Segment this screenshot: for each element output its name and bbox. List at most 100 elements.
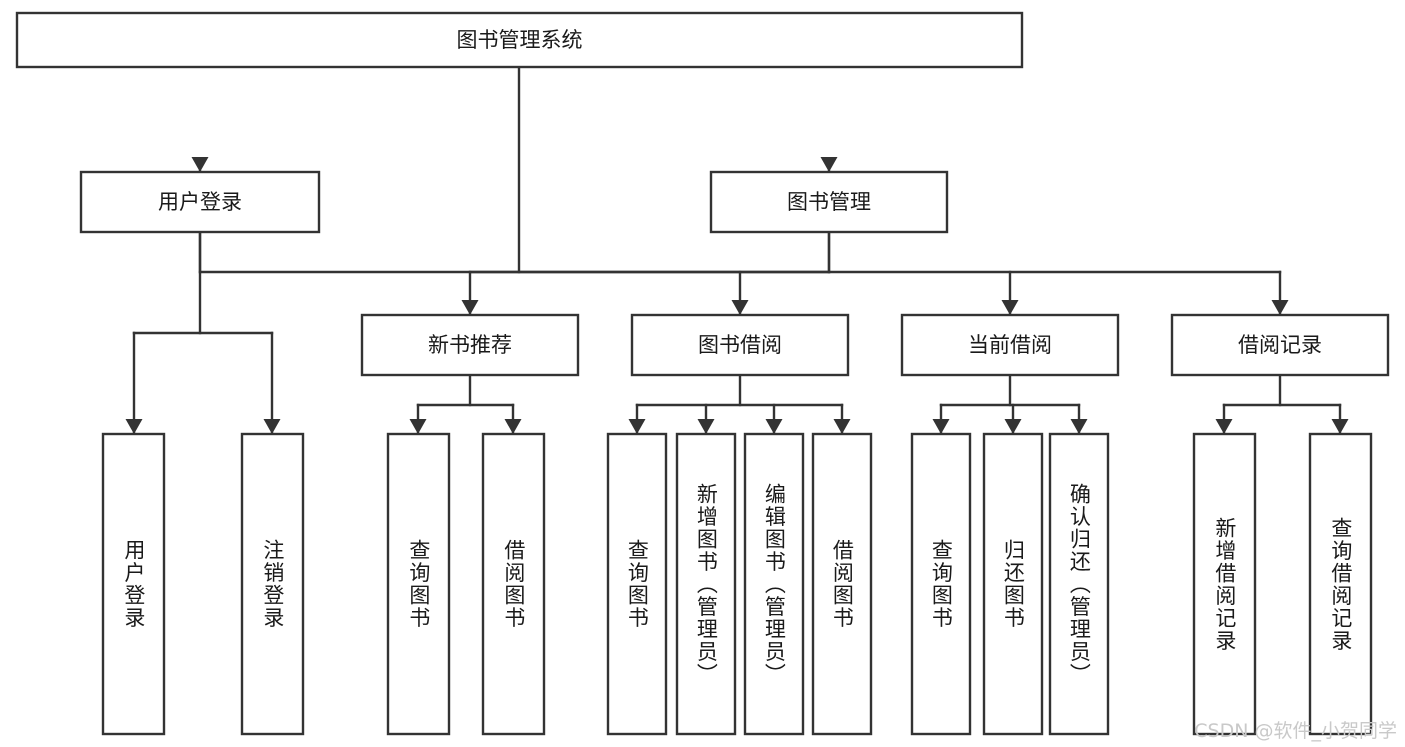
node-box-leaf-query-book-borrow [606, 432, 668, 736]
edge-arrowhead [191, 157, 209, 172]
node-label-leaf-return-book: 归还图书 [1001, 539, 1026, 629]
node-borrow-record[interactable]: 借阅记录 [1170, 313, 1390, 377]
node-label-book-manage: 图书管理 [787, 190, 871, 214]
nodes-layer: 图书管理系统用户登录图书管理新书推荐图书借阅当前借阅借阅记录用户登录注销登录查询… [15, 11, 1390, 736]
node-label-wrap-leaf-query-book-rec: 查询图书 [406, 539, 431, 629]
node-leaf-confirm-return[interactable]: 确认归还（管理员） [1048, 432, 1110, 736]
node-box-leaf-add-book [675, 432, 737, 736]
node-label-wrap-leaf-logout: 注销登录 [260, 539, 285, 629]
node-root[interactable]: 图书管理系统 [15, 11, 1024, 69]
connector-root-to-level2 [191, 65, 838, 274]
node-box-book-borrow [630, 313, 850, 377]
connector-user-login-to-leaves [125, 230, 281, 435]
edge-arrowhead [697, 419, 715, 434]
node-leaf-logout[interactable]: 注销登录 [240, 432, 305, 736]
node-label-wrap-leaf-user-login: 用户登录 [121, 539, 146, 629]
node-label-leaf-query-record: 查询借阅记录 [1328, 516, 1353, 652]
node-user-login[interactable]: 用户登录 [79, 170, 321, 234]
node-box-leaf-borrow-book [811, 432, 873, 736]
node-label-wrap-leaf-edit-book: 编辑图书（管理员） [762, 482, 787, 686]
node-box-borrow-record [1170, 313, 1390, 377]
node-label-wrap-leaf-query-record: 查询借阅记录 [1328, 516, 1353, 652]
node-leaf-edit-book[interactable]: 编辑图书（管理员） [743, 432, 805, 736]
node-box-leaf-add-record [1192, 432, 1257, 736]
edge-arrowhead [765, 419, 783, 434]
node-box-user-login [79, 170, 321, 234]
node-leaf-borrow-book-rec[interactable]: 借阅图书 [481, 432, 546, 736]
node-leaf-query-book-rec[interactable]: 查询图书 [386, 432, 451, 736]
node-box-leaf-borrow-book-rec [481, 432, 546, 736]
node-label-leaf-query-book-rec: 查询图书 [406, 539, 431, 629]
node-label-wrap-leaf-borrow-book: 借阅图书 [830, 539, 855, 629]
edge-arrowhead [1271, 300, 1289, 315]
node-label-wrap-leaf-borrow-book-rec: 借阅图书 [501, 539, 526, 629]
edge-arrowhead [1070, 419, 1088, 434]
edge-arrowhead [932, 419, 950, 434]
node-label-borrow-record: 借阅记录 [1238, 333, 1322, 357]
node-leaf-user-login[interactable]: 用户登录 [101, 432, 166, 736]
node-book-borrow[interactable]: 图书借阅 [630, 313, 850, 377]
node-leaf-return-book[interactable]: 归还图书 [982, 432, 1044, 736]
node-current-borrow[interactable]: 当前借阅 [900, 313, 1120, 377]
node-label-leaf-user-login: 用户登录 [121, 539, 146, 629]
node-label-leaf-borrow-book: 借阅图书 [830, 539, 855, 629]
edge-arrowhead [1004, 419, 1022, 434]
connector-borrow-record-to-leaves [1215, 373, 1349, 435]
edge-arrowhead [820, 157, 838, 172]
node-label-current-borrow: 当前借阅 [968, 333, 1052, 357]
edge-arrowhead [833, 419, 851, 434]
edges-layer [125, 65, 1349, 435]
node-label-leaf-edit-book: 编辑图书（管理员） [762, 482, 787, 686]
edge-arrowhead [628, 419, 646, 434]
edge-arrowhead [1001, 300, 1019, 315]
node-new-book-rec[interactable]: 新书推荐 [360, 313, 580, 377]
node-book-manage[interactable]: 图书管理 [709, 170, 949, 234]
connector-current-borrow-to-leaves [932, 373, 1088, 435]
node-box-book-manage [709, 170, 949, 234]
node-leaf-query-record[interactable]: 查询借阅记录 [1308, 432, 1373, 736]
node-box-root [15, 11, 1024, 69]
node-label-root: 图书管理系统 [457, 28, 583, 52]
node-label-leaf-query-book-borrow: 查询图书 [625, 539, 650, 629]
node-label-leaf-query-book-cur: 查询图书 [929, 539, 954, 629]
edge-arrowhead [731, 300, 749, 315]
node-box-leaf-query-record [1308, 432, 1373, 736]
watermark: CSDN @软件_小贺同学 [1194, 720, 1397, 742]
node-box-leaf-confirm-return [1048, 432, 1110, 736]
node-box-current-borrow [900, 313, 1120, 377]
node-box-leaf-query-book-cur [910, 432, 972, 736]
edge-arrowhead [461, 300, 479, 315]
node-leaf-borrow-book[interactable]: 借阅图书 [811, 432, 873, 736]
node-box-new-book-rec [360, 313, 580, 377]
edge-arrowhead [125, 419, 143, 434]
node-label-wrap-leaf-add-book: 新增图书（管理员） [694, 482, 719, 686]
node-label-wrap-leaf-return-book: 归还图书 [1001, 539, 1026, 629]
node-box-leaf-return-book [982, 432, 1044, 736]
node-label-leaf-add-book: 新增图书（管理员） [694, 482, 719, 686]
node-label-book-borrow: 图书借阅 [698, 333, 782, 357]
node-label-new-book-rec: 新书推荐 [428, 333, 512, 357]
node-label-wrap-leaf-query-book-cur: 查询图书 [929, 539, 954, 629]
node-label-wrap-leaf-query-book-borrow: 查询图书 [625, 539, 650, 629]
node-leaf-add-book[interactable]: 新增图书（管理员） [675, 432, 737, 736]
node-leaf-query-book-cur[interactable]: 查询图书 [910, 432, 972, 736]
node-box-leaf-logout [240, 432, 305, 736]
connector-book-borrow-to-leaves [628, 373, 851, 435]
edge-arrowhead [1215, 419, 1233, 434]
node-box-leaf-edit-book [743, 432, 805, 736]
node-label-leaf-confirm-return: 确认归还（管理员） [1067, 482, 1092, 686]
node-leaf-query-book-borrow[interactable]: 查询图书 [606, 432, 668, 736]
node-label-wrap-leaf-confirm-return: 确认归还（管理员） [1067, 482, 1092, 686]
edge-arrowhead [409, 419, 427, 434]
node-label-leaf-add-record: 新增借阅记录 [1212, 516, 1237, 652]
connector-new-book-rec-to-leaves [409, 373, 522, 435]
node-label-leaf-logout: 注销登录 [260, 539, 285, 629]
node-box-leaf-query-book-rec [386, 432, 451, 736]
node-leaf-add-record[interactable]: 新增借阅记录 [1192, 432, 1257, 736]
connector-book-manage-to-level3 [461, 230, 1289, 316]
node-box-leaf-user-login [101, 432, 166, 736]
edge-arrowhead [504, 419, 522, 434]
node-label-leaf-borrow-book-rec: 借阅图书 [501, 539, 526, 629]
